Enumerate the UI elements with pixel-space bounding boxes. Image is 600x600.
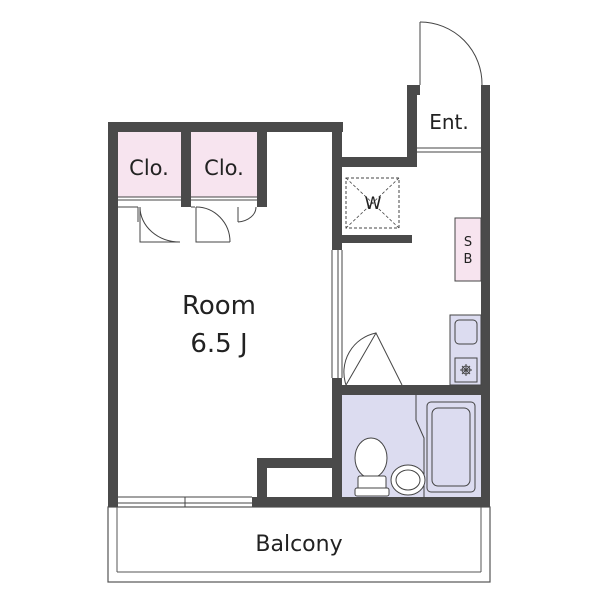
- closet-doors: [118, 199, 257, 243]
- closet-2-label: Clo.: [204, 156, 244, 180]
- bathroom-partition: [415, 395, 425, 498]
- closet-1-area: [117, 131, 181, 197]
- closet-2-area: [191, 131, 257, 197]
- washer-box: [345, 177, 400, 229]
- washer-diagonal: [345, 177, 400, 229]
- washbasin-icon: [390, 464, 426, 496]
- room-size-label: 6.5 J: [190, 329, 247, 359]
- shoe-box-label-bottom: B: [464, 252, 473, 267]
- sink-icon: [454, 319, 478, 345]
- shoe-box: [454, 217, 482, 282]
- shoe-box-label-top: S: [464, 235, 472, 250]
- walls: [108, 85, 490, 507]
- partition-sliding-door: [331, 250, 343, 378]
- entrance-label: Ent.: [429, 110, 469, 134]
- entrance-door: [417, 21, 483, 153]
- washer-label: W: [365, 194, 382, 214]
- bathtub-icon: [426, 401, 476, 493]
- balcony-label: Balcony: [255, 532, 342, 557]
- burner-icon: [460, 364, 472, 376]
- room-name-label: Room: [182, 291, 256, 321]
- toilet-icon: [354, 437, 390, 497]
- bathroom-door: [343, 331, 403, 386]
- balcony-window: [118, 496, 252, 507]
- closet-1-label: Clo.: [129, 156, 169, 180]
